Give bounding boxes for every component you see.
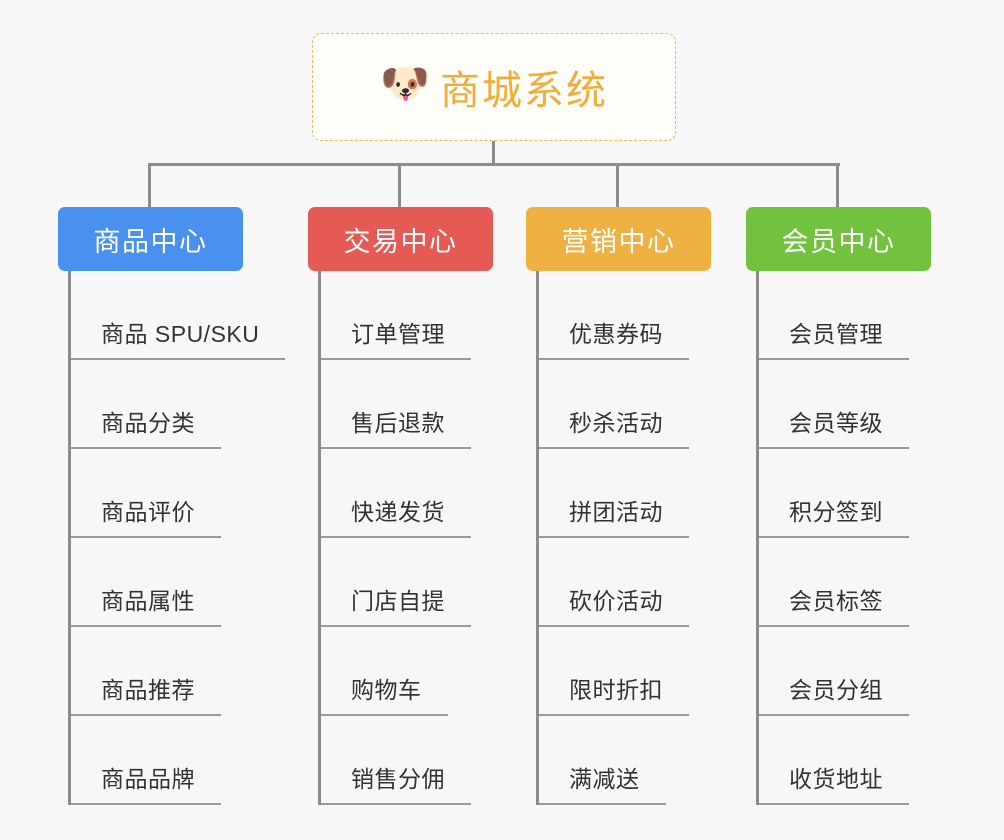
connector-root-vertical — [492, 141, 495, 165]
leaf-node[interactable]: 收货地址 — [759, 716, 931, 805]
leaf-list-4: 会员管理会员等级积分签到会员标签会员分组收货地址 — [756, 271, 931, 805]
category-column-3: 营销中心优惠券码秒杀活动拼团活动砍价活动限时折扣满减送 — [526, 207, 711, 805]
connector-drop-3 — [616, 163, 619, 207]
category-header-label: 交易中心 — [343, 226, 458, 257]
leaf-label: 快递发货 — [351, 499, 445, 525]
leaf-underline: 优惠券码 — [539, 315, 689, 360]
leaf-label: 商品评价 — [101, 499, 195, 525]
leaf-underline: 购物车 — [321, 671, 448, 716]
leaf-node[interactable]: 销售分佣 — [321, 716, 493, 805]
leaf-label: 购物车 — [351, 677, 422, 703]
leaf-node[interactable]: 商品 SPU/SKU — [71, 271, 286, 360]
leaf-node[interactable]: 会员等级 — [759, 360, 931, 449]
leaf-label: 优惠券码 — [569, 321, 663, 347]
connector-drop-1 — [148, 163, 151, 207]
leaf-label: 商品 SPU/SKU — [101, 321, 260, 347]
leaf-label: 收货地址 — [789, 766, 883, 792]
leaf-underline: 会员标签 — [759, 582, 909, 627]
category-header-3[interactable]: 营销中心 — [526, 207, 711, 271]
leaf-label: 商品属性 — [101, 588, 195, 614]
leaf-underline: 售后退款 — [321, 404, 471, 449]
category-column-1: 商品中心商品 SPU/SKU 商品分类商品评价商品属性商品推荐商品品牌 — [58, 207, 286, 805]
leaf-underline: 限时折扣 — [539, 671, 689, 716]
root-node[interactable]: 🐶 商城系统 — [312, 33, 676, 141]
leaf-label: 售后退款 — [351, 410, 445, 436]
category-header-label: 会员中心 — [781, 226, 896, 257]
category-column-4: 会员中心会员管理会员等级积分签到会员标签会员分组收货地址 — [746, 207, 931, 805]
connector-drop-4 — [836, 163, 839, 207]
leaf-node[interactable]: 商品推荐 — [71, 627, 243, 716]
leaf-underline: 商品 SPU/SKU — [71, 315, 286, 360]
leaf-node[interactable]: 商品评价 — [71, 449, 243, 538]
leaf-underline: 满减送 — [539, 760, 666, 805]
category-header-1[interactable]: 商品中心 — [58, 207, 243, 271]
leaf-underline: 会员分组 — [759, 671, 909, 716]
leaf-node[interactable]: 门店自提 — [321, 538, 493, 627]
leaf-label: 积分签到 — [789, 499, 883, 525]
leaf-underline: 销售分佣 — [321, 760, 471, 805]
leaf-node[interactable]: 拼团活动 — [539, 449, 711, 538]
leaf-node[interactable]: 快递发货 — [321, 449, 493, 538]
leaf-node[interactable]: 商品品牌 — [71, 716, 243, 805]
leaf-label: 商品品牌 — [101, 766, 195, 792]
leaf-label: 会员管理 — [789, 321, 883, 347]
leaf-label: 砍价活动 — [569, 588, 663, 614]
leaf-label: 限时折扣 — [569, 677, 663, 703]
connector-horizontal-bus — [148, 163, 840, 166]
leaf-node[interactable]: 满减送 — [539, 716, 711, 805]
leaf-label: 会员分组 — [789, 677, 883, 703]
leaf-label: 门店自提 — [351, 588, 445, 614]
leaf-node[interactable]: 积分签到 — [759, 449, 931, 538]
leaf-underline: 订单管理 — [321, 315, 471, 360]
leaf-label: 销售分佣 — [351, 766, 445, 792]
leaf-label: 商品分类 — [101, 410, 195, 436]
leaf-underline: 门店自提 — [321, 582, 471, 627]
leaf-node[interactable]: 限时折扣 — [539, 627, 711, 716]
leaf-underline: 砍价活动 — [539, 582, 689, 627]
leaf-underline: 会员管理 — [759, 315, 909, 360]
leaf-label: 会员标签 — [789, 588, 883, 614]
leaf-node[interactable]: 商品分类 — [71, 360, 243, 449]
connector-drop-2 — [398, 163, 401, 207]
leaf-underline: 商品品牌 — [71, 760, 221, 805]
leaf-node[interactable]: 砍价活动 — [539, 538, 711, 627]
leaf-node[interactable]: 优惠券码 — [539, 271, 711, 360]
leaf-underline: 积分签到 — [759, 493, 909, 538]
leaf-list-2: 订单管理售后退款快递发货门店自提购物车销售分佣 — [318, 271, 493, 805]
leaf-label: 秒杀活动 — [569, 410, 663, 436]
leaf-node[interactable]: 商品属性 — [71, 538, 243, 627]
leaf-underline: 拼团活动 — [539, 493, 689, 538]
leaf-underline: 商品分类 — [71, 404, 221, 449]
leaf-underline: 商品评价 — [71, 493, 221, 538]
leaf-underline: 收货地址 — [759, 760, 909, 805]
root-title: 商城系统 — [440, 69, 608, 113]
leaf-label: 订单管理 — [351, 321, 445, 347]
leaf-label: 商品推荐 — [101, 677, 195, 703]
category-header-4[interactable]: 会员中心 — [746, 207, 931, 271]
leaf-list-3: 优惠券码秒杀活动拼团活动砍价活动限时折扣满减送 — [536, 271, 711, 805]
leaf-node[interactable]: 购物车 — [321, 627, 493, 716]
category-header-2[interactable]: 交易中心 — [308, 207, 493, 271]
leaf-underline: 快递发货 — [321, 493, 471, 538]
leaf-label: 会员等级 — [789, 410, 883, 436]
leaf-node[interactable]: 秒杀活动 — [539, 360, 711, 449]
leaf-label: 拼团活动 — [569, 499, 663, 525]
shiba-dog-face-icon: 🐶 — [380, 62, 430, 106]
leaf-underline: 商品推荐 — [71, 671, 221, 716]
leaf-list-1: 商品 SPU/SKU 商品分类商品评价商品属性商品推荐商品品牌 — [68, 271, 286, 805]
leaf-underline: 秒杀活动 — [539, 404, 689, 449]
leaf-label: 满减送 — [569, 766, 640, 792]
category-column-2: 交易中心订单管理售后退款快递发货门店自提购物车销售分佣 — [308, 207, 493, 805]
category-header-label: 商品中心 — [93, 226, 208, 257]
leaf-node[interactable]: 会员标签 — [759, 538, 931, 627]
leaf-underline: 会员等级 — [759, 404, 909, 449]
leaf-node[interactable]: 售后退款 — [321, 360, 493, 449]
leaf-node[interactable]: 会员管理 — [759, 271, 931, 360]
category-header-label: 营销中心 — [561, 226, 676, 257]
leaf-node[interactable]: 会员分组 — [759, 627, 931, 716]
leaf-node[interactable]: 订单管理 — [321, 271, 493, 360]
leaf-underline: 商品属性 — [71, 582, 221, 627]
